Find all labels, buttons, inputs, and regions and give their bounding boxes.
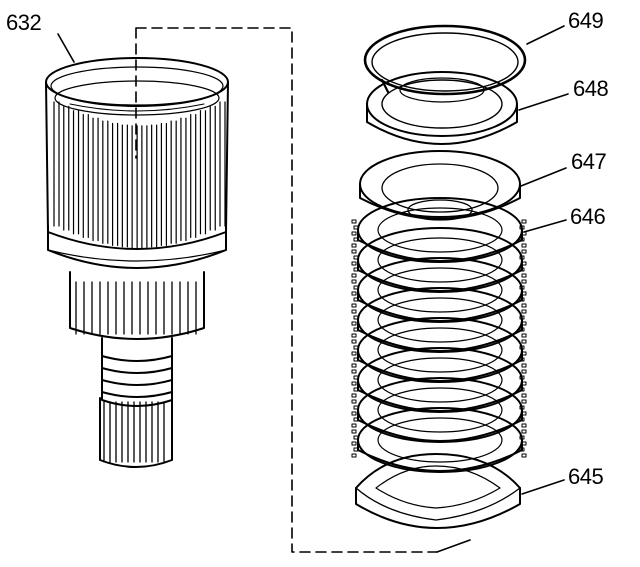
callout-646: 646 (570, 204, 606, 229)
callout-632: 632 (6, 10, 42, 35)
callout-648: 648 (573, 76, 609, 101)
callout-649: 649 (568, 8, 604, 33)
input-housing-drawing (45, 57, 229, 468)
callout-645: 645 (568, 464, 604, 489)
callout-647: 647 (571, 149, 607, 174)
leader-line (135, 27, 438, 553)
clutch-stack-drawing (351, 24, 527, 529)
